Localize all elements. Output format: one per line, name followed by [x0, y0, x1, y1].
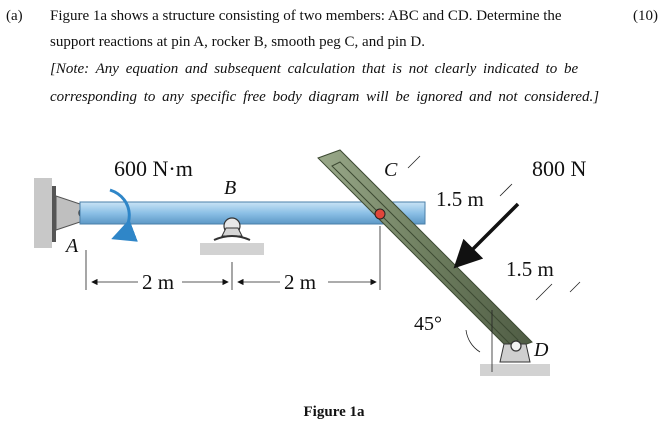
beam-abc	[79, 201, 426, 225]
rocker-support-b	[200, 217, 264, 255]
dimension-lines	[85, 155, 581, 372]
wall-support-a	[34, 178, 90, 248]
angle-label: 45°	[414, 313, 442, 335]
dim-bc-label: 2 m	[284, 270, 316, 294]
member-cd	[317, 149, 533, 351]
note-line-1: [Note: Any equation and subsequent calcu…	[50, 61, 579, 77]
question-label: (a)	[6, 8, 23, 24]
point-b-label: B	[224, 177, 236, 199]
moment-label: 600 N·m	[114, 156, 193, 181]
question-marks: (10)	[633, 8, 658, 24]
point-a-label: A	[64, 235, 79, 257]
note-line-2: corresponding to any specific free body …	[50, 89, 600, 105]
force-arrow	[453, 202, 520, 269]
question-text-line-1: Figure 1a shows a structure consisting o…	[50, 8, 562, 24]
peg-c	[374, 208, 386, 220]
moment-arrow	[109, 188, 138, 242]
pin-support-d	[480, 340, 550, 376]
point-c-label: C	[384, 159, 398, 181]
dim-c-force-label: 1.5 m	[436, 187, 484, 211]
figure-caption: Figure 1a	[303, 404, 365, 420]
question-text-line-2: support reactions at pin A, rocker B, sm…	[50, 34, 425, 50]
force-label: 800 N	[532, 156, 587, 181]
dim-force-d-label: 1.5 m	[506, 257, 554, 281]
point-d-label: D	[533, 339, 549, 361]
dim-ab-label: 2 m	[142, 270, 174, 294]
